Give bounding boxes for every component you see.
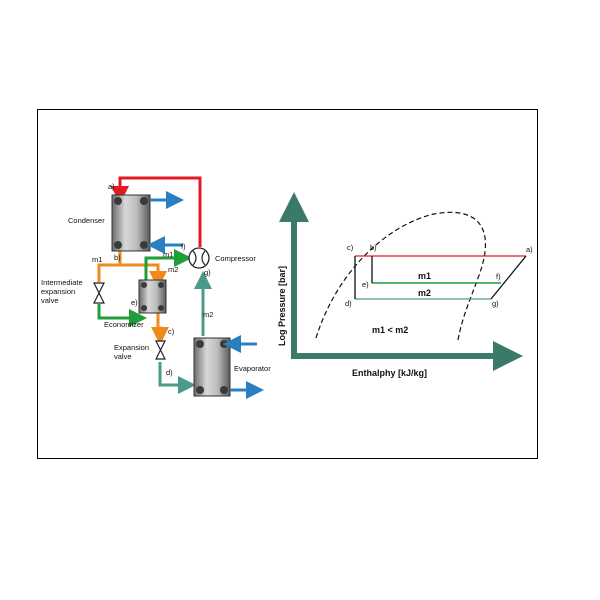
chart-point-c: c) xyxy=(347,243,354,252)
orange-pipe-to-economizer xyxy=(120,263,167,289)
expansion-valve-icon xyxy=(155,340,166,360)
y-axis-label: Log Pressure [bar] xyxy=(277,266,287,346)
orange-pipe-economizer-out xyxy=(151,312,169,345)
pressure-enthalpy-chart: c) b) a) e) f) d) g) m1 m2 m1 < m2 Entha… xyxy=(277,192,533,378)
teal-pipe-to-evaporator xyxy=(158,362,196,394)
chart-relation: m1 < m2 xyxy=(372,325,408,335)
x-axis-label: Enthalphy [kJ/kg] xyxy=(352,368,427,378)
point-label-e: e) xyxy=(131,298,138,307)
chart-point-b: b) xyxy=(370,243,377,252)
green-pipe-to-compressor xyxy=(144,249,192,280)
expansion-valve-label-1: Expansion xyxy=(114,343,149,352)
condenser xyxy=(111,191,184,254)
point-label-d: d) xyxy=(166,368,173,377)
chart-point-e: e) xyxy=(362,280,369,289)
point-label-a: a) xyxy=(108,182,115,191)
point-label-c: c) xyxy=(168,327,175,336)
point-label-f: f) xyxy=(181,242,186,251)
figure-frame xyxy=(37,109,538,459)
cycle-line-g-a xyxy=(490,255,527,300)
expansion-valve-label-2: valve xyxy=(114,352,132,361)
saturation-dome xyxy=(315,211,487,341)
flow-label-m1: m1 xyxy=(92,255,102,264)
economizer xyxy=(138,279,167,314)
flow-label-m2-evaporator: m2 xyxy=(203,310,213,319)
compressor-label: Compressor xyxy=(215,254,256,263)
point-label-g: g) xyxy=(204,268,211,277)
intermediate-valve-label-1: Intermediate xyxy=(41,278,83,287)
intermediate-valve-label-3: valve xyxy=(41,296,59,305)
evaporator-label: Evaporator xyxy=(234,364,271,373)
flow-label-m2: m2 xyxy=(168,265,178,274)
chart-label-m1: m1 xyxy=(418,271,431,281)
chart-point-f: f) xyxy=(496,272,501,281)
chart-point-d: d) xyxy=(345,299,352,308)
flow-label-m1-compressor: m1 xyxy=(163,250,173,259)
red-pipe xyxy=(111,176,202,247)
condenser-label: Condenser xyxy=(68,216,105,225)
green-pipe-to-economizer xyxy=(97,304,147,327)
chart-point-g: g) xyxy=(492,299,499,308)
orange-pipe-main xyxy=(97,250,122,282)
point-label-b: b) xyxy=(114,253,121,262)
economizer-label: Economizer xyxy=(104,320,144,329)
chart-label-m2: m2 xyxy=(418,288,431,298)
intermediate-expansion-valve-icon xyxy=(93,282,105,304)
chart-point-a: a) xyxy=(526,245,533,254)
compressor-icon xyxy=(188,247,210,269)
cycle-schematic: a) b) c) d) e) f) g) m1 m1 m2 m2 Condens… xyxy=(41,176,271,399)
intermediate-valve-label-2: expansion xyxy=(41,287,75,296)
evaporator xyxy=(193,335,264,399)
